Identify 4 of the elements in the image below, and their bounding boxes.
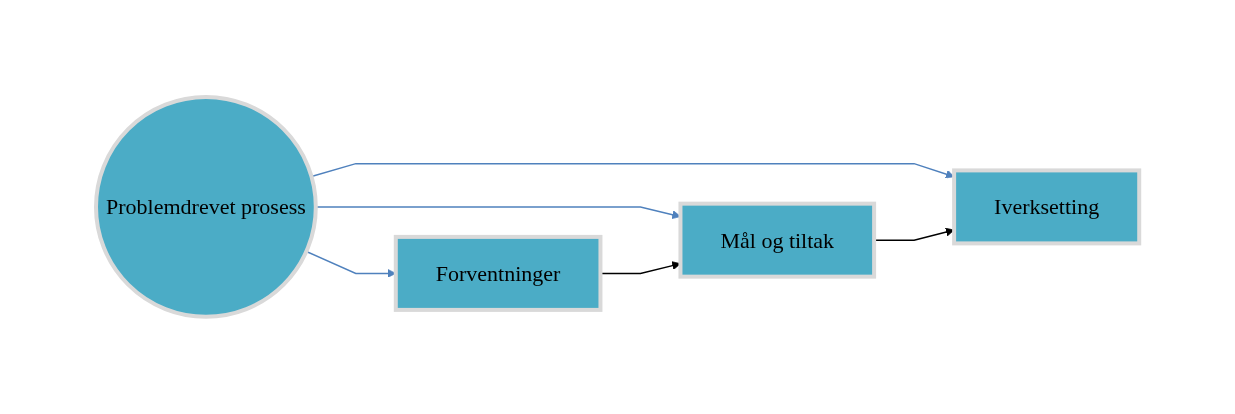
node-circle: Problemdrevet prosess (93, 95, 318, 319)
node-box: Mål og tiltak (678, 201, 876, 279)
node-box: Forventninger (393, 235, 603, 312)
node-box: Iverksetting (952, 168, 1142, 246)
